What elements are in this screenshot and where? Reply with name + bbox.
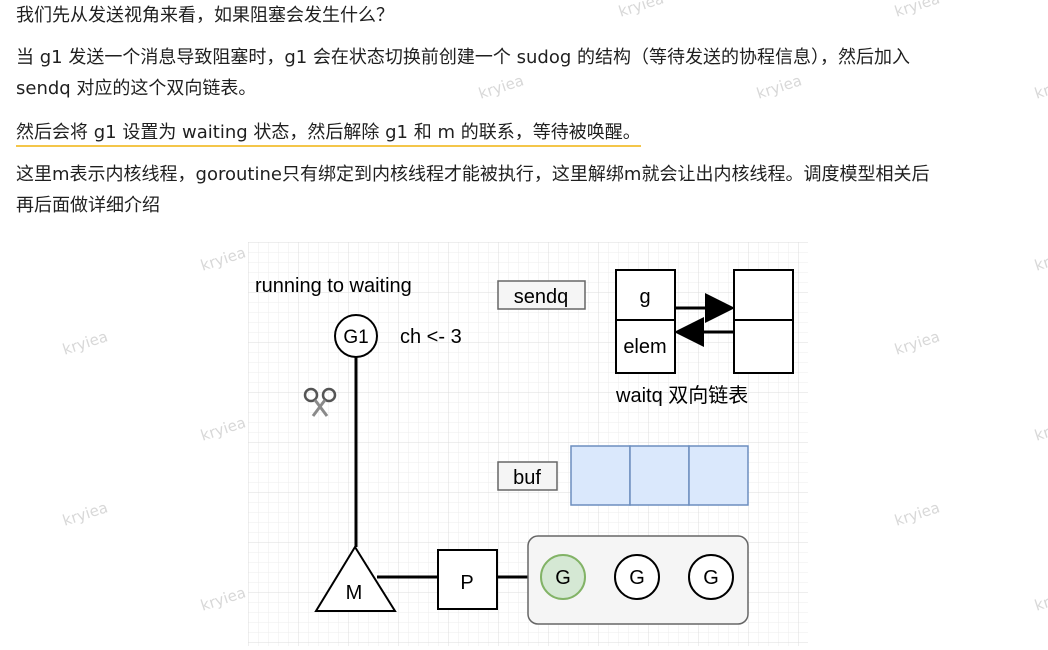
sendq-label: sendq: [514, 286, 569, 308]
diagram-title: running to waiting: [255, 275, 412, 297]
watermark: kryiea: [198, 413, 248, 445]
watermark: kryiea: [1032, 243, 1048, 275]
paragraph-waiting: 然后会将 g1 设置为 waiting 状态，然后解除 g1 和 m 的联系，等…: [16, 117, 1036, 148]
paragraph-m-thread-line2: 再后面做详细介绍: [16, 195, 160, 216]
p-processor-node: [437, 549, 498, 610]
watermark: kryiea: [60, 498, 110, 530]
sudog-node: [615, 269, 676, 374]
watermark: kryiea: [198, 243, 248, 275]
buf-label: buf: [513, 467, 541, 489]
sudog-g-field: g: [639, 286, 650, 308]
sendq-box: [497, 280, 586, 310]
watermark: kryiea: [1032, 583, 1048, 615]
runq-goroutine: [614, 554, 660, 600]
channel-buffer: [570, 445, 749, 506]
runq-goroutine: [688, 554, 734, 600]
m-thread-node: [314, 545, 397, 612]
paragraph-intro: 我们先从发送视角来看，如果阻塞会发生什么？: [16, 5, 394, 26]
watermark: kryiea: [1032, 413, 1048, 445]
runq-goroutine-label: G: [703, 567, 719, 589]
runq-goroutine-label: G: [555, 567, 571, 589]
buffer-slot: [629, 445, 690, 506]
runq-goroutine: [540, 554, 586, 600]
buffer-slot: [570, 445, 631, 506]
paragraph-m-thread-line1: 这里m表示内核线程，goroutine只有绑定到内核线程才能被执行，这里解绑m就…: [16, 164, 930, 185]
paragraph-sudog: 当 g1 发送一个消息导致阻塞时，g1 会在状态切换前创建一个 sudog 的结…: [16, 42, 1036, 104]
paragraph-sudog-line2: sendq 对应的这个双向链表。: [16, 78, 257, 99]
paragraph-m-thread: 这里m表示内核线程，goroutine只有绑定到内核线程才能被执行，这里解绑m就…: [16, 159, 1036, 221]
send-operation-label: ch <- 3: [400, 326, 462, 348]
buf-box: [497, 461, 558, 491]
watermark: kryiea: [892, 498, 942, 530]
waitq-next-node: [733, 269, 794, 374]
m-label: M: [346, 582, 363, 604]
sudog-elem-field: elem: [623, 336, 666, 358]
g1-node: [334, 314, 378, 358]
scissors-icon: [303, 387, 337, 417]
waitq-label: waitq 双向链表: [615, 384, 748, 407]
paragraph-sudog-line1: 当 g1 发送一个消息导致阻塞时，g1 会在状态切换前创建一个 sudog 的结…: [16, 47, 911, 68]
runq-goroutine-label: G: [629, 567, 645, 589]
watermark: kryiea: [60, 327, 110, 359]
watermark: kryiea: [892, 327, 942, 359]
highlighted-text: 然后会将 g1 设置为 waiting 状态，然后解除 g1 和 m 的联系，等…: [16, 122, 641, 147]
watermark: kryiea: [198, 583, 248, 615]
p-label: P: [460, 572, 473, 594]
buffer-slot: [688, 445, 749, 506]
g1-label: G1: [343, 327, 368, 348]
channel-send-block-diagram: running to waiting G1 ch <- 3 sendq g el…: [248, 242, 808, 646]
